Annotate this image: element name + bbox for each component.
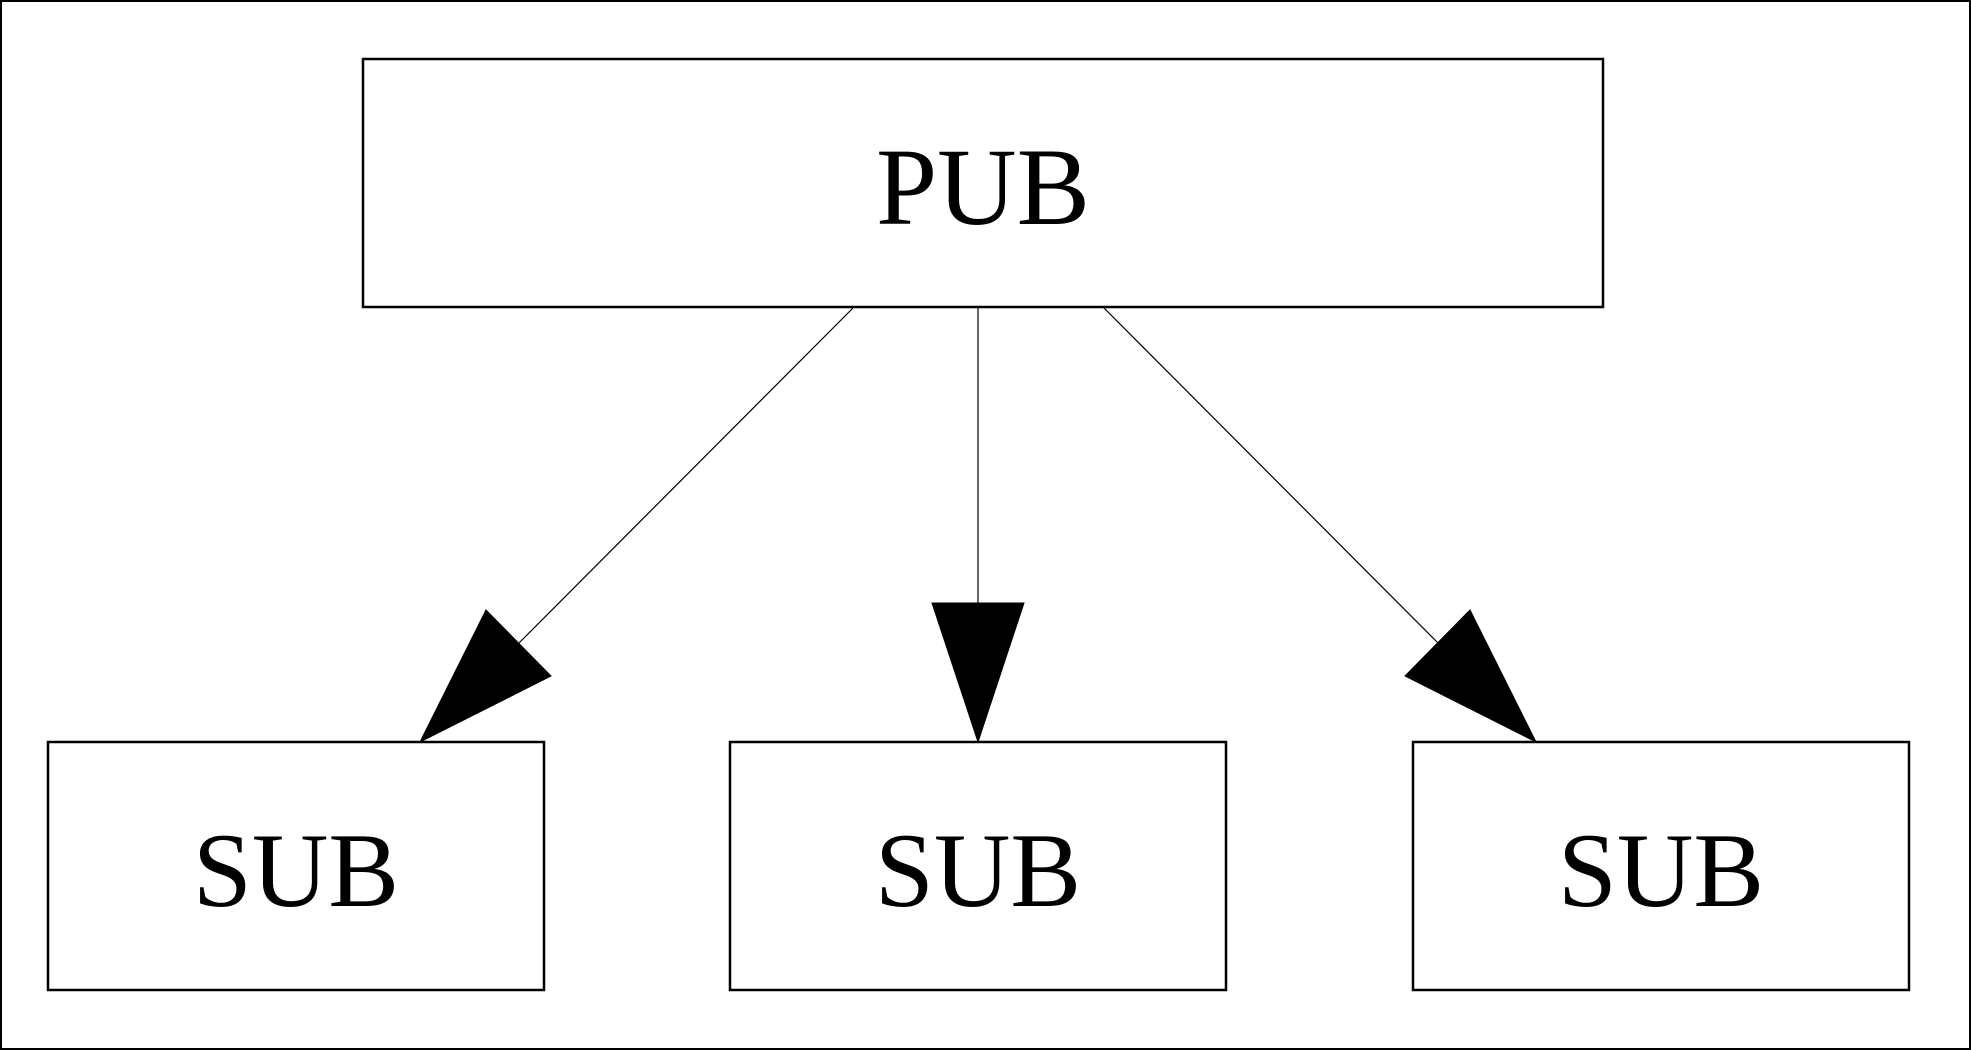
edge-pub-to-sub-left	[418, 306, 855, 744]
edge-pub-to-sub-center	[931, 307, 1025, 744]
edge-line	[1102, 306, 1439, 644]
node-sub-center-box	[728, 740, 1228, 992]
arrowhead-icon	[418, 609, 552, 744]
node-sub-center: SUB	[728, 740, 1228, 992]
node-sub-left-label: SUB	[193, 812, 399, 929]
edge-line	[518, 306, 855, 644]
node-pub: PUB	[361, 57, 1605, 309]
node-sub-left-box	[46, 740, 546, 992]
edge-pub-to-sub-right	[1102, 306, 1538, 744]
node-sub-right-box	[1411, 740, 1911, 992]
node-sub-right-label: SUB	[1558, 812, 1764, 929]
node-sub-right: SUB	[1411, 740, 1911, 992]
arrowhead-icon	[931, 602, 1025, 744]
node-sub-left: SUB	[46, 740, 546, 992]
node-sub-center-label: SUB	[875, 812, 1081, 929]
node-pub-box	[361, 57, 1605, 309]
arrowhead-icon	[1404, 609, 1538, 744]
node-pub-label: PUB	[876, 126, 1090, 248]
